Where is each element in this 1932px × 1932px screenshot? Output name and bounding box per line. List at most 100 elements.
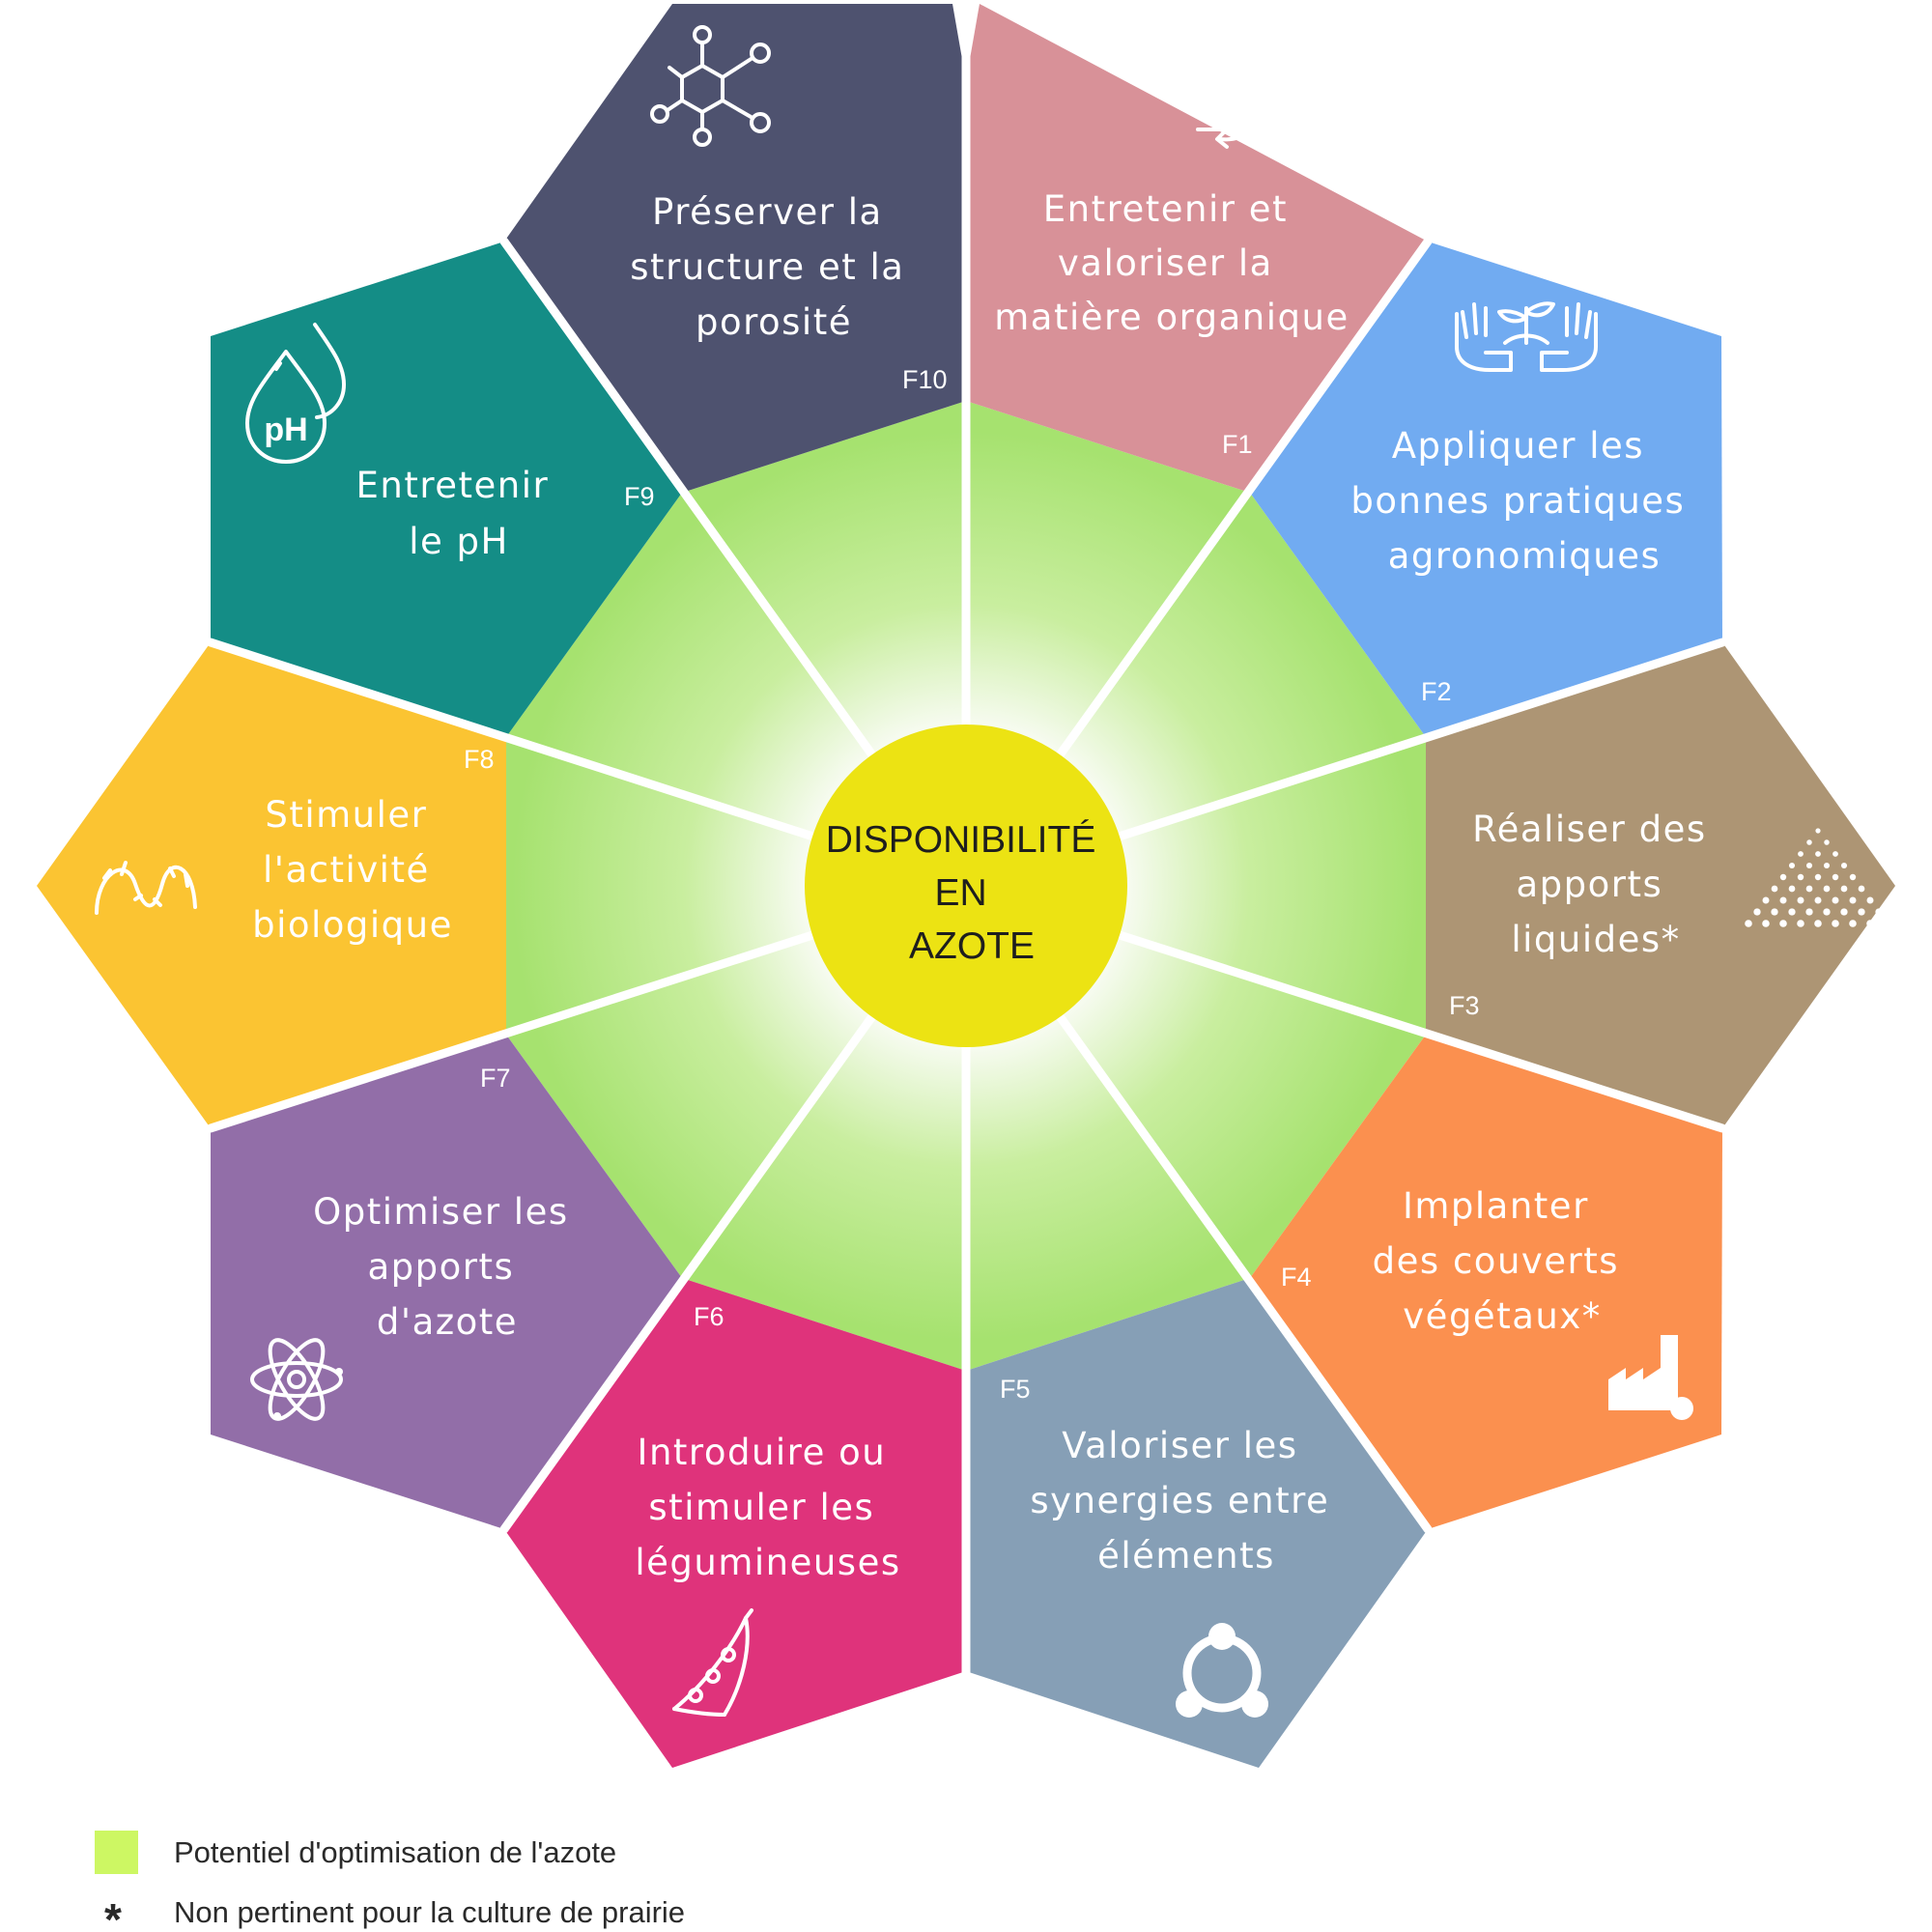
spray-dot [1797, 920, 1804, 927]
spray-dot [1849, 920, 1857, 927]
legend-item-asterisk: Non pertinent pour la culture de prairie [174, 1895, 685, 1929]
separator-line [206, 638, 819, 841]
spray-dot [1805, 908, 1813, 916]
spray-dot [1823, 885, 1831, 893]
spray-dot [1849, 896, 1857, 904]
segment-f5 [966, 1278, 1428, 1768]
ph-drops-icon: pH [245, 323, 346, 464]
spray-dot [1788, 862, 1796, 869]
spray-dot [1779, 920, 1787, 927]
segment-label-f6: Introduire ou stimuler les légumineuses [635, 1432, 900, 1583]
separators [206, 0, 1727, 1705]
segment-code-f5: F5 [1000, 1375, 1031, 1404]
svg-text:pH: pH [264, 412, 307, 448]
segment-label-f3: Réaliser des apports liquides* [1472, 809, 1719, 960]
segment-f6 [504, 1278, 966, 1768]
spray-dot [1814, 920, 1822, 927]
spray-dot [1823, 908, 1831, 916]
segment-f9 [211, 242, 682, 737]
spray-dot [1824, 839, 1830, 845]
separator-line [499, 1010, 878, 1534]
segment-label-f2: Appliquer les bonnes pratiques agronomiq… [1350, 425, 1697, 577]
legend-asterisk: * [104, 1894, 122, 1932]
spray-dot [1745, 920, 1752, 927]
segment-code-f1: F1 [1222, 430, 1253, 459]
spray-dot [1779, 896, 1787, 904]
spray-dot [1753, 908, 1761, 916]
segment-label-f10: Préserver la structure et la porosité [630, 191, 917, 343]
hands-sprout-icon [1455, 301, 1598, 372]
spray-dot [1805, 885, 1813, 893]
segment-code-f2: F2 [1421, 677, 1452, 706]
spray-dot [1762, 920, 1770, 927]
spray-dot [1805, 862, 1813, 869]
spray-dot [1833, 851, 1838, 857]
atom-icon [250, 1338, 343, 1421]
pea-pod-icon [672, 1608, 753, 1717]
separator-line [1113, 929, 1727, 1133]
spray-dot [1858, 885, 1865, 893]
spray-dot [1849, 873, 1857, 881]
segment-f3 [1426, 642, 1895, 1128]
segment-code-f3: F3 [1449, 991, 1480, 1020]
center-label: DISPONIBILITÉ EN AZOTE [826, 819, 1106, 967]
worm-icon [95, 861, 197, 915]
spray-dot [1866, 896, 1874, 904]
spray-dot [1815, 828, 1821, 834]
icons-group: pH [95, 25, 1891, 1718]
center-circle [805, 724, 1127, 1047]
segment-label-f1: Entretenir et valoriser la matière organ… [994, 188, 1349, 338]
spray-dot [1806, 839, 1812, 845]
segment-code-f4: F4 [1281, 1263, 1312, 1292]
spray-dot [1832, 896, 1839, 904]
segment-code-f10: F10 [902, 365, 948, 394]
molecule-icon [650, 25, 771, 147]
segment-label-f9: Entretenir le pH [356, 465, 562, 562]
spray-dot [1788, 908, 1796, 916]
spray-dot [1875, 908, 1883, 916]
segment-code-f6: F6 [694, 1302, 724, 1331]
spray-dot [1840, 908, 1848, 916]
segment-code-f8: F8 [464, 745, 495, 774]
segment-label-f7: Optimiser les apports d'azote [313, 1191, 582, 1343]
spray-dot [1797, 896, 1804, 904]
spray-dot [1771, 885, 1778, 893]
spray-dot [1762, 896, 1770, 904]
spray-dot [1815, 851, 1821, 857]
spray-dot [1771, 908, 1778, 916]
separator-line [1054, 1010, 1433, 1534]
spray-dot [1798, 851, 1804, 857]
legend: Potentiel d'optimisation de l'azote * No… [95, 1831, 685, 1932]
legend-item-zone: Potentiel d'optimisation de l'azote [174, 1835, 616, 1869]
segment-label-f4: Implanter des couverts végétaux* [1373, 1185, 1633, 1337]
spray-dot [1788, 885, 1796, 893]
separator-line [206, 929, 819, 1133]
segment-labels: Entretenir et valoriser la matière organ… [252, 188, 1719, 1583]
spray-dot [1797, 873, 1804, 881]
spray-dot [1884, 920, 1891, 927]
legend-swatch [95, 1831, 138, 1874]
segment-f2 [1250, 242, 1722, 737]
segment-f8 [37, 642, 506, 1128]
factory-icon [1608, 1335, 1693, 1420]
segment-f1 [966, 4, 1428, 493]
segment-code-f9: F9 [624, 482, 655, 511]
cycle-nodes-icon [1176, 1623, 1268, 1718]
segment-code-f7: F7 [480, 1064, 511, 1093]
segment-f10 [504, 4, 966, 493]
segment-label-f8: Stimuler l'activité biologique [252, 794, 453, 946]
segment-f4 [1250, 1035, 1722, 1529]
separator-line [499, 237, 878, 761]
segments-group [37, 4, 1895, 1768]
spray-dot [1823, 862, 1831, 869]
spray-dot [1832, 920, 1839, 927]
recycle-plant-icon [1177, 29, 1276, 149]
separator-line [1054, 237, 1433, 761]
spray-dot [1840, 862, 1848, 869]
spray-icon [1745, 828, 1891, 927]
segment-f7 [211, 1035, 682, 1529]
segment-label-f5: Valoriser les synergies entre éléments [1030, 1425, 1342, 1577]
spray-dot [1814, 873, 1822, 881]
spray-dot [1814, 896, 1822, 904]
